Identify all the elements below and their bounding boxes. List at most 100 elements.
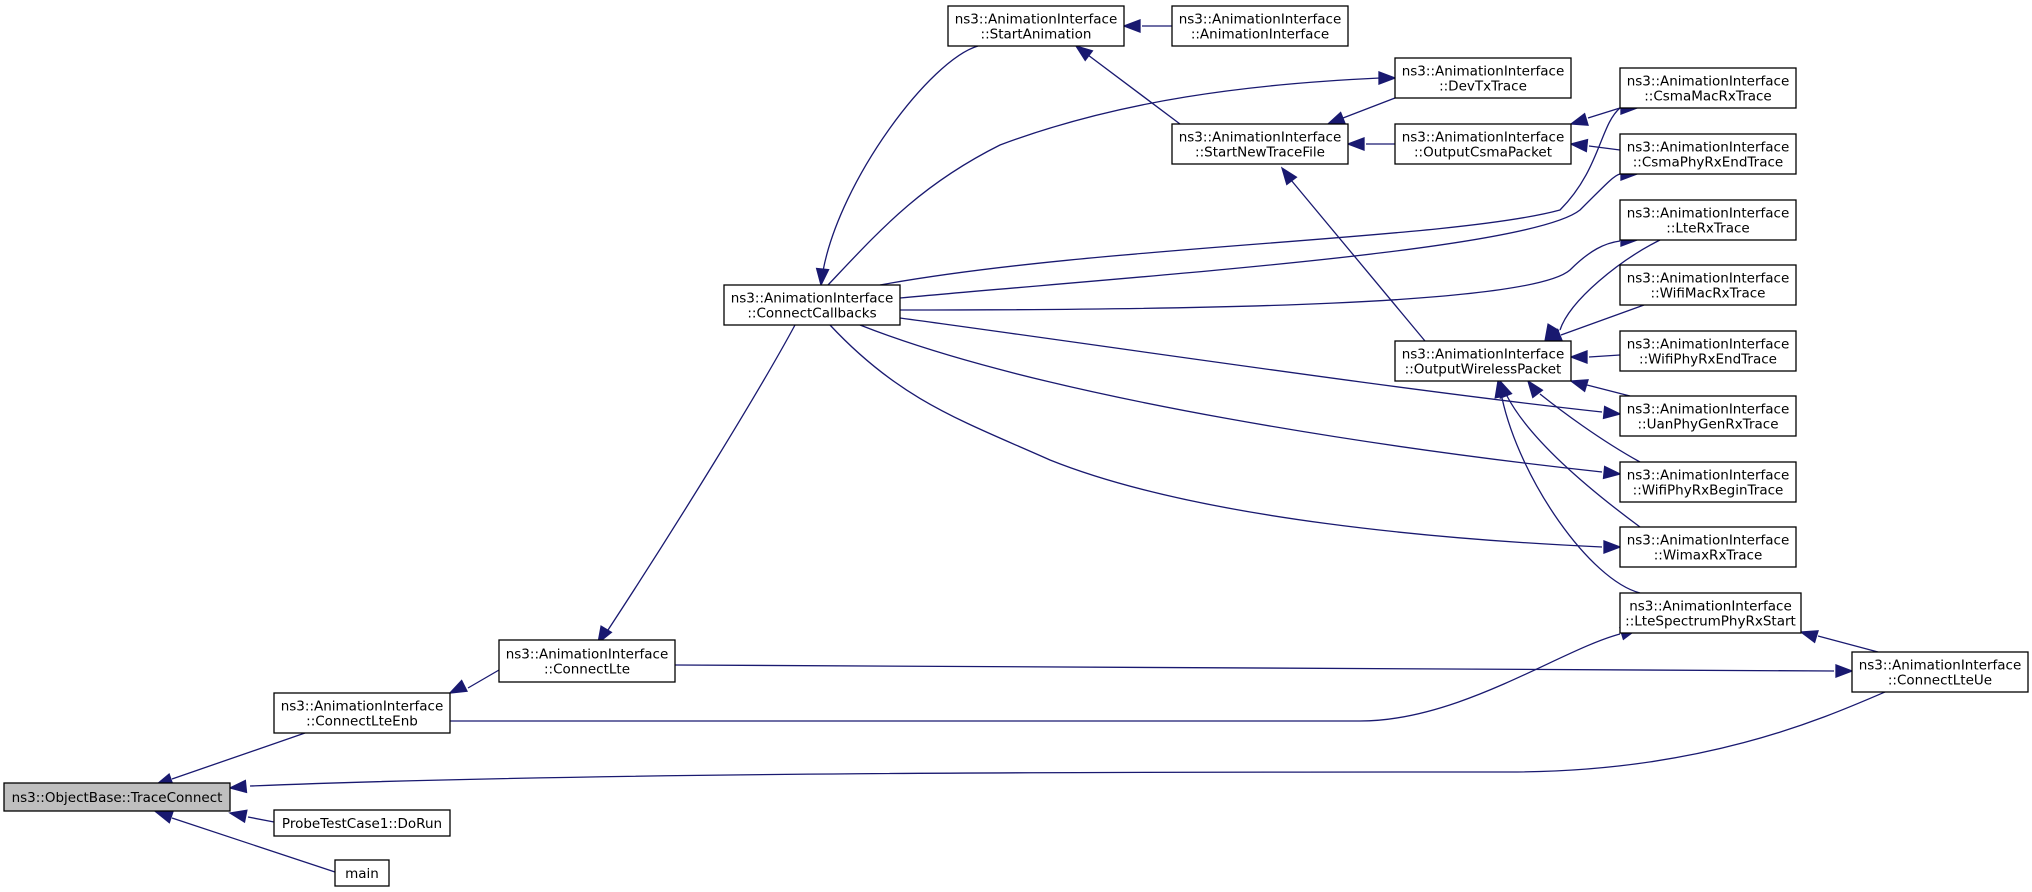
node-label: ns3::AnimationInterface bbox=[1402, 64, 1565, 80]
node-trace-connect[interactable]: ns3::ObjectBase::TraceConnect bbox=[3, 782, 231, 812]
node-label: ::OutputWirelessPacket bbox=[1405, 362, 1562, 378]
node-output-wireless-packet[interactable]: ns3::AnimationInterface::OutputWirelessP… bbox=[1394, 340, 1572, 382]
node-box bbox=[1619, 330, 1797, 372]
arrowhead bbox=[1346, 137, 1365, 151]
node-label: ns3::AnimationInterface bbox=[1402, 130, 1565, 146]
edge-dev-tx-trace-to-start-new-trace-file bbox=[1326, 97, 1396, 125]
node-wifi-mac-rx-trace[interactable]: ns3::AnimationInterface::WifiMacRxTrace bbox=[1619, 264, 1797, 306]
edge-line bbox=[1290, 179, 1426, 342]
edge-start-animation-to-connect-callbacks bbox=[815, 45, 979, 287]
node-box bbox=[1619, 592, 1802, 634]
node-connect-lte[interactable]: ns3::AnimationInterface::ConnectLte bbox=[498, 639, 676, 683]
edge-wifi-phy-rx-begin-trace-to-connect-callbacks bbox=[859, 324, 1622, 480]
node-label: ns3::AnimationInterface bbox=[1859, 658, 2022, 674]
node-dev-tx-trace[interactable]: ns3::AnimationInterface::DevTxTrace bbox=[1394, 57, 1572, 99]
arrowhead bbox=[228, 809, 248, 824]
edge-line bbox=[899, 240, 1621, 311]
node-box bbox=[273, 692, 451, 734]
arrowhead bbox=[1835, 664, 1854, 678]
node-label: ns3::AnimationInterface bbox=[1627, 468, 1790, 484]
edge-lte-spectrum-phy-rx-start-to-output-wireless-packet bbox=[1494, 379, 1641, 594]
node-connect-lte-enb[interactable]: ns3::AnimationInterface::ConnectLteEnb bbox=[273, 692, 451, 734]
node-box bbox=[1851, 651, 2029, 693]
node-box bbox=[1171, 5, 1349, 47]
node-label: ::WifiPhyRxBeginTrace bbox=[1633, 483, 1784, 499]
arrowhead bbox=[597, 625, 613, 645]
edge-output-csma-packet-to-start-new-trace-file bbox=[1346, 137, 1395, 151]
edge-csma-phy-rx-end-trace-to-output-csma-packet bbox=[1569, 138, 1621, 153]
node-box bbox=[1619, 67, 1797, 109]
node-main[interactable]: main bbox=[334, 859, 390, 887]
node-connect-lte-ue[interactable]: ns3::AnimationInterface::ConnectLteUe bbox=[1851, 651, 2029, 693]
edge-wifi-mac-rx-trace-to-output-wireless-packet bbox=[1543, 304, 1645, 342]
edge-line bbox=[1539, 393, 1641, 463]
node-box bbox=[1619, 199, 1797, 241]
node-label: ::StartAnimation bbox=[981, 27, 1092, 43]
node-uan-phy-gen-rx-trace[interactable]: ns3::AnimationInterface::UanPhyGenRxTrac… bbox=[1619, 395, 1797, 437]
edge-line bbox=[859, 324, 1603, 473]
node-box bbox=[947, 5, 1125, 47]
edge-connect-lte-to-connect-lte-enb bbox=[448, 669, 500, 694]
node-label: ns3::ObjectBase::TraceConnect bbox=[12, 790, 223, 806]
node-connect-callbacks[interactable]: ns3::AnimationInterface::ConnectCallback… bbox=[723, 284, 901, 326]
edge-wimax-rx-trace-to-connect-callbacks bbox=[829, 324, 1622, 554]
edge-csma-mac-rx-trace-to-output-csma-packet bbox=[1569, 107, 1621, 126]
node-label: ::DevTxTrace bbox=[1439, 79, 1527, 95]
node-box bbox=[1394, 340, 1572, 382]
edge-lte-rx-trace-to-output-wireless-packet bbox=[1544, 239, 1661, 343]
node-wimax-rx-trace[interactable]: ns3::AnimationInterface::WimaxRxTrace bbox=[1619, 526, 1797, 568]
node-box bbox=[3, 782, 231, 812]
node-label: ::StartNewTraceFile bbox=[1195, 145, 1325, 161]
node-box bbox=[334, 859, 390, 887]
node-label: ::CsmaPhyRxEndTrace bbox=[1633, 155, 1784, 171]
node-label: ::ConnectLte bbox=[544, 662, 630, 678]
node-label: ns3::AnimationInterface bbox=[1627, 271, 1790, 287]
node-label: ns3::AnimationInterface bbox=[1179, 130, 1342, 146]
node-box bbox=[1619, 264, 1797, 306]
edge-connect-lte-ue-to-connect-lte bbox=[674, 664, 1854, 678]
arrowhead bbox=[1602, 405, 1622, 420]
edge-line bbox=[1588, 354, 1621, 358]
edge-line bbox=[467, 669, 500, 689]
edge-line bbox=[827, 77, 1381, 286]
edge-connect-lte-enb-to-trace-connect bbox=[154, 732, 306, 787]
edge-line bbox=[1586, 384, 1631, 397]
edge-line bbox=[829, 324, 1603, 548]
edge-main-to-trace-connect bbox=[154, 810, 339, 874]
edge-line bbox=[247, 816, 275, 823]
edge-line bbox=[450, 633, 1621, 722]
edge-lte-rx-trace-to-connect-callbacks bbox=[899, 233, 1639, 311]
node-label: ns3::AnimationInterface bbox=[1627, 74, 1790, 90]
node-label: ::LteRxTrace bbox=[1666, 221, 1749, 237]
node-lte-rx-trace[interactable]: ns3::AnimationInterface::LteRxTrace bbox=[1619, 199, 1797, 241]
edge-wifi-phy-rx-begin-trace-to-output-wireless-packet bbox=[1526, 379, 1641, 463]
edge-dev-tx-trace-to-connect-callbacks bbox=[827, 71, 1397, 286]
node-csma-phy-rx-end-trace[interactable]: ns3::AnimationInterface::CsmaPhyRxEndTra… bbox=[1619, 133, 1797, 175]
node-label: ns3::AnimationInterface bbox=[506, 647, 669, 663]
arrowhead bbox=[1569, 112, 1589, 126]
node-box bbox=[1619, 395, 1797, 437]
node-label: ::CsmaMacRxTrace bbox=[1644, 89, 1772, 105]
arrowhead bbox=[1602, 465, 1622, 480]
node-label: ns3::AnimationInterface bbox=[1627, 140, 1790, 156]
node-label: ::LteSpectrumPhyRxStart bbox=[1625, 614, 1796, 630]
node-box bbox=[1619, 526, 1797, 568]
node-label: ::ConnectLteUe bbox=[1888, 673, 1992, 689]
node-start-new-trace-file[interactable]: ns3::AnimationInterface::StartNewTraceFi… bbox=[1171, 123, 1349, 165]
node-label: ns3::AnimationInterface bbox=[1402, 347, 1565, 363]
arrowhead bbox=[154, 810, 174, 824]
node-probe-dorun[interactable]: ProbeTestCase1::DoRun bbox=[273, 809, 451, 837]
edge-start-new-trace-file-to-start-animation bbox=[1074, 44, 1181, 125]
node-output-csma-packet[interactable]: ns3::AnimationInterface::OutputCsmaPacke… bbox=[1394, 123, 1572, 165]
node-label: ns3::AnimationInterface bbox=[1627, 533, 1790, 549]
arrowhead bbox=[1122, 19, 1141, 33]
node-wifi-phy-rx-begin-trace[interactable]: ns3::AnimationInterface::WifiPhyRxBeginT… bbox=[1619, 461, 1797, 503]
node-csma-mac-rx-trace[interactable]: ns3::AnimationInterface::CsmaMacRxTrace bbox=[1619, 67, 1797, 109]
node-wifi-phy-rx-end-trace[interactable]: ns3::AnimationInterface::WifiPhyRxEndTra… bbox=[1619, 330, 1797, 372]
node-label: ns3::AnimationInterface bbox=[1627, 402, 1790, 418]
node-anim-iface-ctor[interactable]: ns3::AnimationInterface::AnimationInterf… bbox=[1171, 5, 1349, 47]
node-start-animation[interactable]: ns3::AnimationInterface::StartAnimation bbox=[947, 5, 1125, 47]
node-lte-spectrum-phy-rx-start[interactable]: ns3::AnimationInterface::LteSpectrumPhyR… bbox=[1619, 592, 1802, 634]
node-box bbox=[723, 284, 901, 326]
edge-output-wireless-packet-to-start-new-trace-file bbox=[1280, 166, 1426, 342]
